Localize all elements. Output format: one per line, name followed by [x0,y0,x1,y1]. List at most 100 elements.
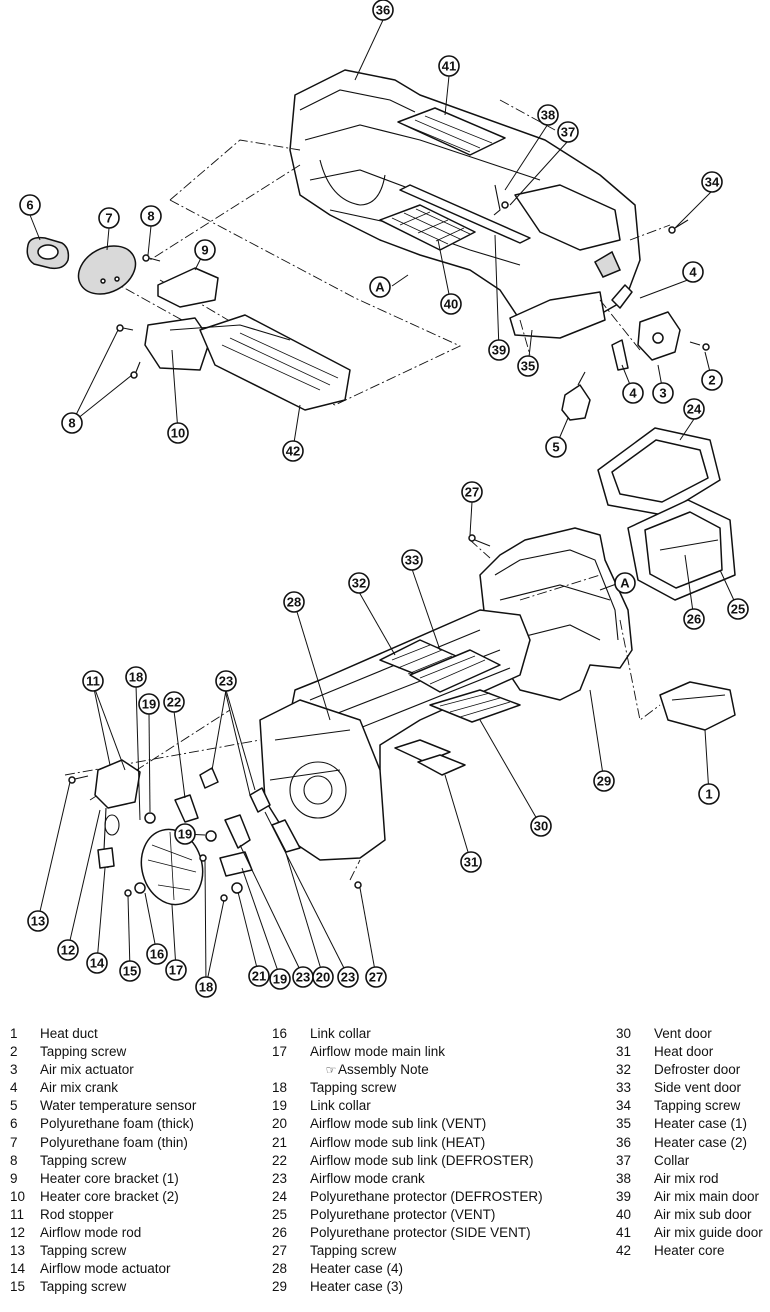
callout-14: 14 [86,952,108,974]
callout-15: 15 [119,960,141,982]
svg-text:4: 4 [629,386,637,401]
svg-text:11: 11 [86,674,100,689]
callout-A-upper: A [369,276,391,298]
svg-text:19: 19 [178,827,192,842]
legend-item-number: 32 [616,1062,632,1078]
legend-item-number: 8 [10,1152,18,1168]
svg-text:23: 23 [219,674,233,689]
svg-text:41: 41 [442,59,456,74]
callout-42: 42 [282,440,304,462]
callout-23-top: 23 [215,670,237,692]
legend-item-number: 16 [272,1026,288,1041]
svg-text:19: 19 [273,972,287,987]
svg-text:27: 27 [465,485,479,500]
callout-2: 2 [701,369,723,391]
svg-text:39: 39 [492,343,506,358]
svg-text:22: 22 [167,695,181,710]
callout-23-bottom-left: 23 [292,966,314,988]
legend-item: 36 Heater case (2) [616,1134,766,1152]
legend-item-number: 30 [616,1026,632,1041]
legend-item-label: Defroster door [654,1062,741,1078]
svg-text:33: 33 [405,553,419,568]
callout-1: 1 [698,783,720,805]
legend-note-wrapper: ☞Assembly Note [310,1061,429,1079]
foam-parts [26,236,137,295]
svg-text:6: 6 [26,198,33,213]
pointing-hand-icon: ☞ [325,1063,337,1078]
legend-item-label: Air mix guide door [654,1225,763,1241]
legend-item-label: Heater case (3) [310,1279,404,1295]
legend-item-number: 4 [10,1080,18,1096]
legend-item-label: Vent door [654,1026,712,1041]
legend-item: 30 Vent door [616,1025,766,1043]
callout-20: 20 [312,966,334,988]
svg-text:A: A [620,576,630,591]
svg-text:24: 24 [687,402,702,417]
legend-item-label: Tapping screw [40,1044,127,1060]
legend-item-number: 19 [272,1098,288,1114]
svg-text:15: 15 [123,964,137,979]
callout-19-bottom: 19 [269,968,291,990]
callout-7: 7 [98,207,120,229]
legend-item-label: Airflow mode rod [40,1225,142,1241]
legend-item-number: 12 [10,1225,26,1241]
legend-item-number: 2 [10,1044,18,1060]
callout-4-lower: 4 [622,382,644,404]
legend-item-number: 6 [10,1116,18,1132]
svg-text:42: 42 [286,444,300,459]
legend-item-label: Rod stopper [40,1206,114,1222]
svg-text:1: 1 [705,787,712,802]
legend-item-label: Heat duct [40,1026,98,1041]
callout-27-bottom: 27 [365,966,387,988]
svg-text:26: 26 [687,612,701,627]
legend-item-label: Air mix main door [654,1188,760,1204]
legend-item-number: 27 [272,1243,288,1259]
legend-item-label: Tapping screw [310,1080,397,1096]
svg-text:25: 25 [731,602,745,617]
air-mix-actuator-group [561,284,681,421]
legend-item-number: 33 [616,1080,632,1096]
legend-item-number: 28 [272,1261,288,1277]
legend-item-number: 36 [616,1134,632,1150]
svg-text:19: 19 [142,697,156,712]
svg-text:13: 13 [31,914,45,929]
svg-text:23: 23 [296,970,310,985]
callout-8-top: 8 [140,205,162,227]
legend-item-label: Heater case (1) [654,1116,748,1132]
legend-item-label: Tapping screw [654,1098,741,1114]
legend-item-number: 14 [10,1261,26,1277]
legend-item-label: Heater core [654,1243,725,1259]
screws-upper [116,184,710,379]
svg-text:27: 27 [369,970,383,985]
legend-item-label: Heater case (2) [654,1134,748,1150]
callout-27-top: 27 [461,481,483,503]
callout-21: 21 [248,965,270,987]
callout-26: 26 [683,608,705,630]
svg-text:14: 14 [90,956,105,971]
legend-item-label: Air mix sub door [654,1206,752,1222]
svg-text:32: 32 [352,576,366,591]
callout-18-top: 18 [125,666,147,688]
legend-item-label: Airflow mode sub link (HEAT) [310,1134,486,1150]
svg-text:9: 9 [201,243,208,258]
callout-12: 12 [57,939,79,961]
